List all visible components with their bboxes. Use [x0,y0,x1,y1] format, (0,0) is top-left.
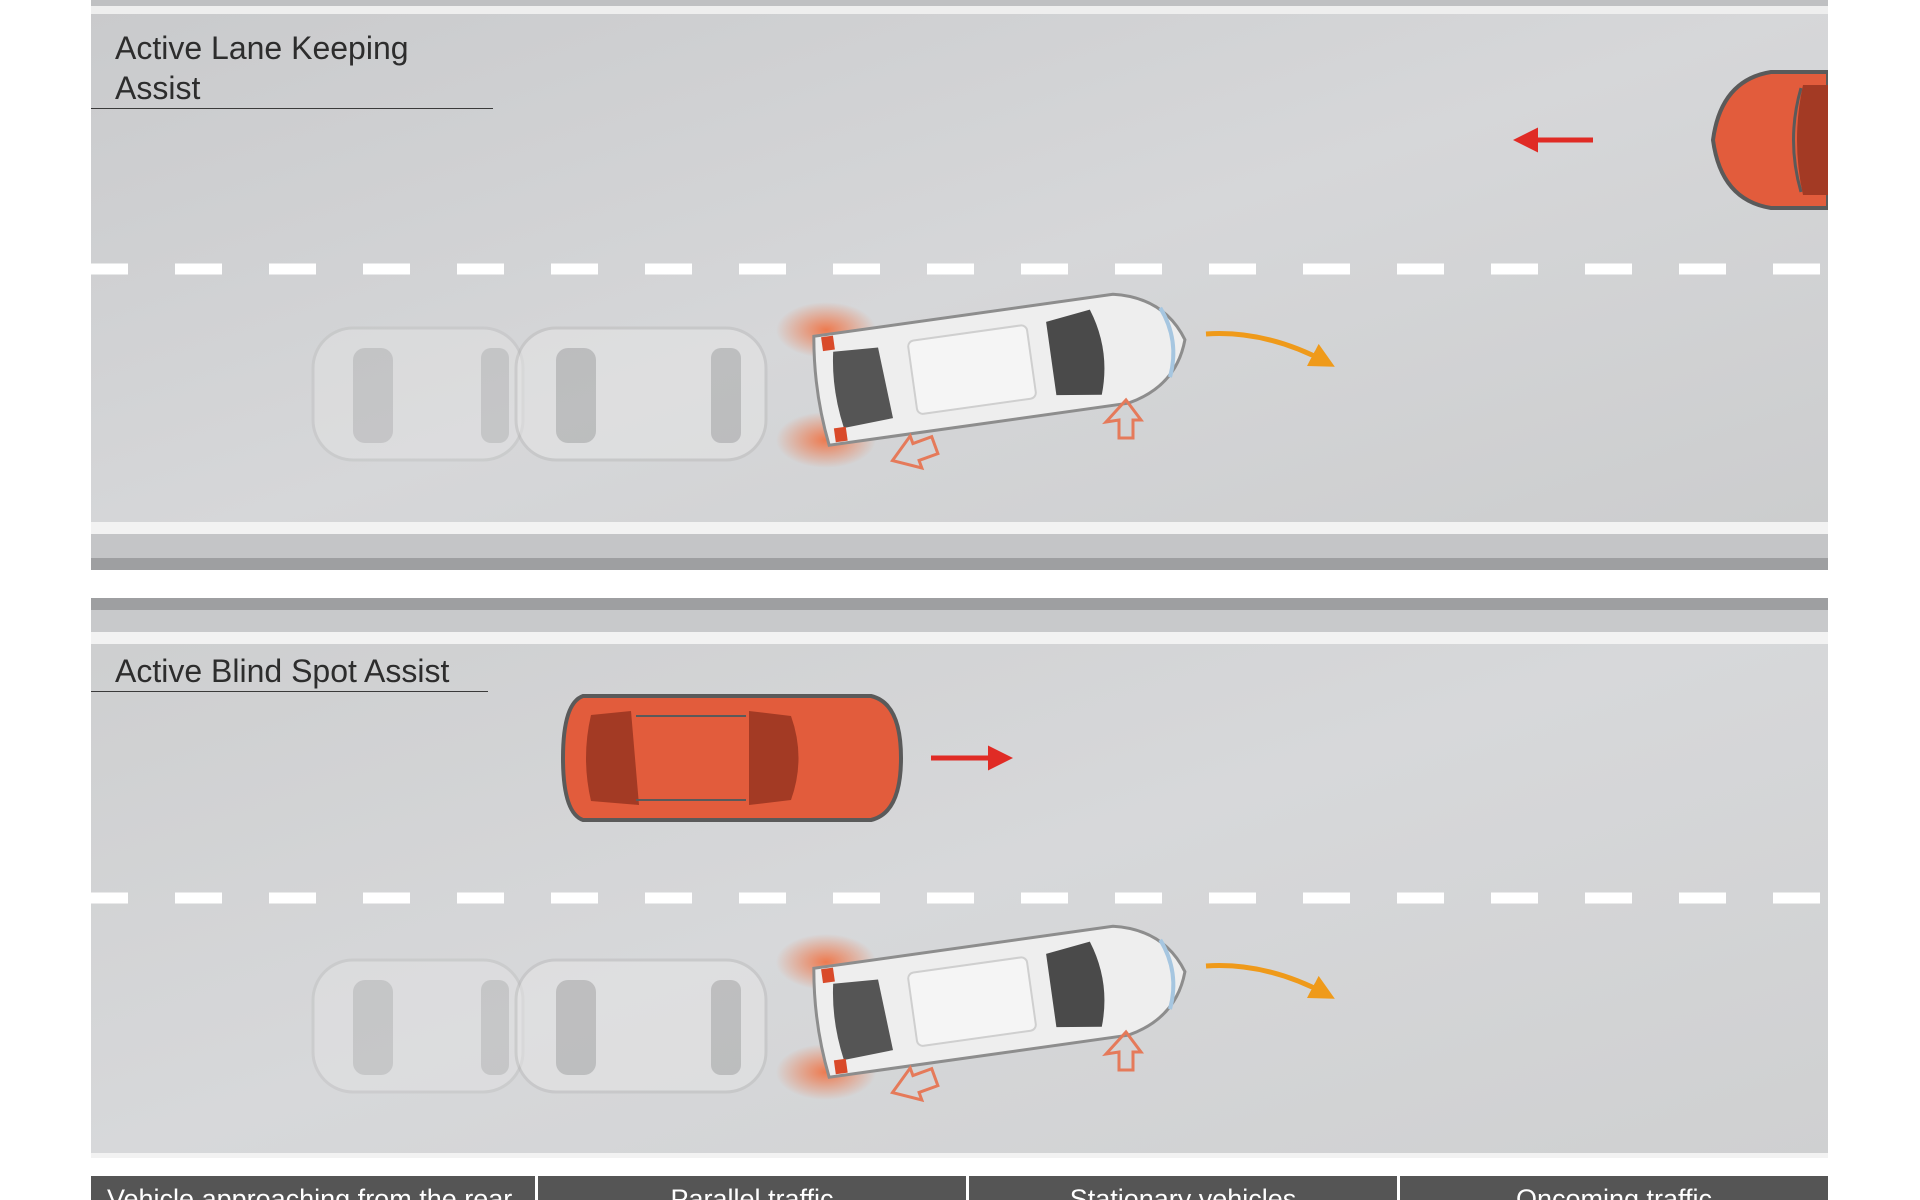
legend-item-stationary: Stationary vehicles [966,1176,1397,1200]
road-curb [91,558,1828,570]
lane-keeping-panel: Active Lane Keeping Assist [91,0,1828,570]
ego-car [812,292,1187,447]
lane-keeping-title: Active Lane Keeping Assist [91,28,493,109]
drift-arrow [1205,963,1335,999]
ghost-car-1 [311,326,525,462]
legend-bar: Vehicle approaching from the rear Parall… [91,1176,1828,1200]
road-edge-line-top [91,632,1828,644]
road-curb [91,598,1828,610]
road-shoulder [91,534,1828,558]
road-edge-line-bottom [91,522,1828,534]
road-edge [91,0,1828,6]
lane-keeping-scene [91,0,1828,570]
parallel-car [560,694,904,822]
road-shoulder [91,610,1828,632]
ghost-car-2 [514,958,768,1094]
legend-item-rear: Vehicle approaching from the rear [107,1184,513,1200]
ego-car [812,924,1187,1079]
correction-arrow-rear [890,1064,940,1103]
correction-arrow-front [1102,397,1144,440]
road-edge-line [91,6,1828,14]
oncoming-car [1710,70,1828,210]
correction-arrow-rear [890,432,940,471]
ghost-car-2 [514,326,768,462]
road-edge-line-bottom [91,1153,1828,1158]
legend-item-parallel: Parallel traffic [535,1176,966,1200]
blind-spot-title: Active Blind Spot Assist [91,651,488,692]
ghost-car-1 [311,958,525,1094]
road-surface [91,0,1828,570]
legend-item-oncoming: Oncoming traffic [1397,1176,1828,1200]
correction-arrow-front [1102,1029,1144,1072]
drift-arrow [1205,331,1335,367]
